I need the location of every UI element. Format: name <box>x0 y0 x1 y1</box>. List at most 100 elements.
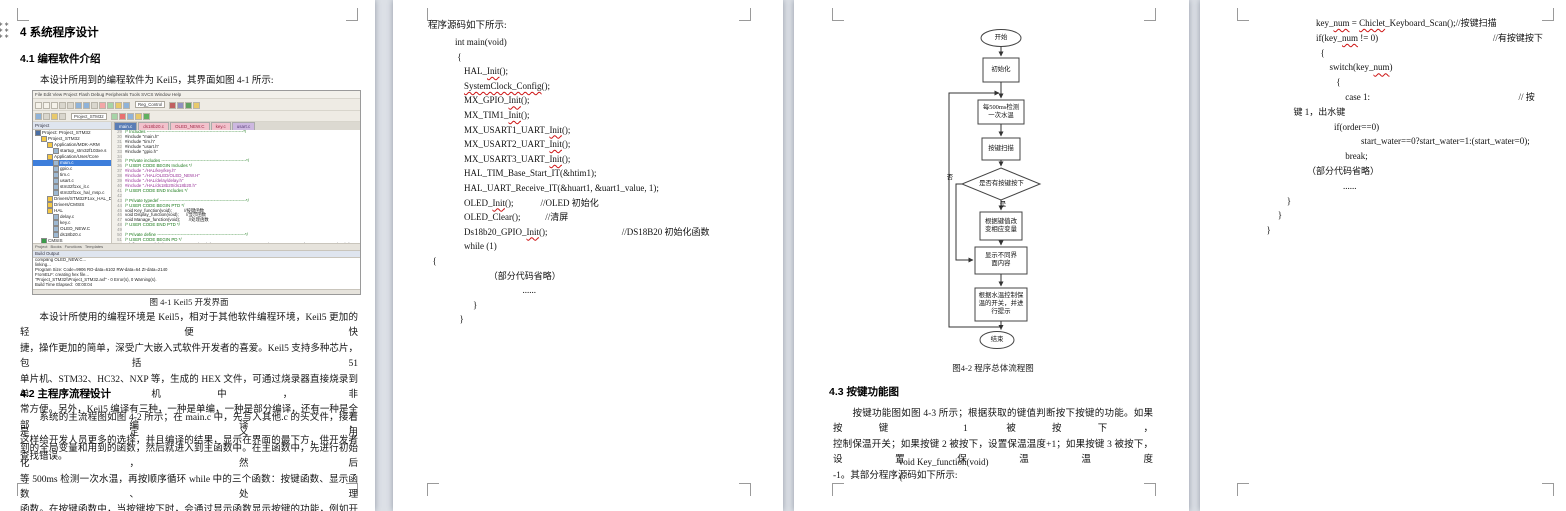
toolbar-icon <box>118 113 126 120</box>
flow-label-scan: 按键扫描 <box>988 145 1014 152</box>
paragraph-line: 单片机、STM32、HC32、NXP 等，生成的 HEX 文件，可通过烧录器直接… <box>20 374 358 401</box>
main-code-listing: int main(void) { HAL_Init(); SystemClock… <box>428 35 778 327</box>
code-line: { <box>829 471 904 482</box>
keil-panel-tab: Functions <box>64 244 82 249</box>
code-line: if(key_num != 0) //有按键按下 <box>1235 32 1543 43</box>
toolbar-icon <box>123 101 130 109</box>
toolbar-icon <box>110 113 118 120</box>
tree-node-icon <box>53 184 59 190</box>
toolbar-icon <box>193 101 201 109</box>
code-line: HAL_Init(); <box>428 66 508 77</box>
keil-tree-item: CMSIS <box>33 238 111 243</box>
code-line: 键 1，出水键 <box>1235 106 1346 117</box>
keil-code-line: 48/* USER CODE END PTD */ <box>112 222 360 229</box>
keil-code-line: 34 <box>112 154 360 160</box>
toolbar-icon <box>107 101 114 109</box>
code-line: MX_USART3_UART_Init(); <box>428 153 571 164</box>
flow-node-end <box>979 331 1015 349</box>
flow-node-display <box>974 246 1028 275</box>
text-boundary-mark <box>832 8 844 21</box>
page-1[interactable]: ∗∗∗∗∗∗ 4 系统程序设计 4.1 编程软件介绍 本设计所用到的编程软件为 … <box>0 0 375 511</box>
keil-code-line: 49 <box>112 227 360 234</box>
keil-statusbar <box>33 289 360 294</box>
text-boundary-mark <box>739 8 751 21</box>
keil-code-line: 50/* Private define --------------------… <box>112 232 360 238</box>
flow-label-display: 显示不同界 面内容 <box>985 252 1017 267</box>
flow-label-start: 开始 <box>994 34 1008 41</box>
toolbar-icon <box>51 101 58 109</box>
paragraph-line: 本设计所使用的编程环境是 Keil5，相对于其他软件编程环境，Keil5 更加的… <box>20 313 358 339</box>
code-line: int main(void) <box>428 37 507 47</box>
page-3[interactable]: 开始 初始化 每500ms检测 一次水温 按键扫描 是否有按键按下 否 是 根据… <box>794 0 1189 511</box>
toolbar-icon <box>35 113 42 120</box>
keil-code-line: 43/* Private typedef -------------------… <box>112 198 360 204</box>
keil-panel-tab: Templates <box>84 244 104 249</box>
tree-node-icon <box>53 172 59 178</box>
text-boundary-mark <box>1542 483 1554 496</box>
keil-editor-tab: main.c <box>114 122 138 130</box>
code-line: MX_USART1_UART_Init(); <box>428 124 571 135</box>
keil-code-line: 30#include "main.h" <box>112 134 360 140</box>
code-line: （部分代码省略） <box>428 270 561 281</box>
code-line: start_water==0?start_water=1:(start_wate… <box>1235 136 1530 147</box>
keil-tree-item: main.c <box>33 160 111 166</box>
toolbar-icon <box>115 101 122 109</box>
flow-node-sample <box>977 99 1025 125</box>
page-2[interactable]: 程序源码如下所示: int main(void) { HAL_Init(); S… <box>393 0 783 511</box>
text-boundary-mark <box>1237 483 1249 496</box>
keil-code-line: 35/* Private includes ------------------… <box>112 159 360 165</box>
tree-node-icon <box>53 178 59 184</box>
keil-project-panel-title: Project <box>33 122 111 130</box>
tree-node-icon <box>47 202 53 208</box>
toolbar-icon <box>142 113 150 120</box>
code-lead-sentence: 程序源码如下所示: <box>428 21 507 31</box>
tree-node-icon <box>35 130 41 136</box>
code-line: ...... <box>1235 180 1357 191</box>
text-boundary-mark <box>427 8 439 21</box>
keil-tree-item: Application/MDK-ARM <box>33 142 111 148</box>
code-line: （部分代码省略） <box>1235 165 1380 176</box>
keil-build-output-title: Build Output <box>33 250 360 257</box>
toolbar-icon <box>83 101 90 109</box>
flow-label-update: 根据键值改 变相应变量 <box>985 218 1017 233</box>
build-output-line: Build Time Elapsed: 00:00:04 <box>35 281 93 287</box>
flow-loop-line <box>948 90 1001 328</box>
paragraph-line: 到的全局变量和用到的函数，然后就进入到主函数中。在主函数中，先进行初始化，然后 <box>20 443 358 470</box>
revision-marks: ∗∗∗∗∗∗ <box>0 21 10 41</box>
code-line: HAL_TIM_Base_Start_IT(&htim1); <box>428 168 597 179</box>
code-line: OLED_Init(); //OLED 初始化 <box>428 197 599 208</box>
page-4[interactable]: key_num = Chiclet_Keyboard_Scan();//按键扫描… <box>1200 0 1566 511</box>
keil-ide-screenshot[interactable]: File Edit View Project Flash Debug Perip… <box>32 90 361 295</box>
keil-toolbar-2: Project_STM32 <box>33 111 360 122</box>
toolbar-icon <box>99 101 106 109</box>
keil-editor-tab: usart.c <box>231 122 256 130</box>
code-line: } <box>1235 195 1292 206</box>
key-function-code: void Key_function(void) { <box>829 455 1184 484</box>
keil-toolbar-icons <box>169 99 201 110</box>
keil-tree-item: usart.c <box>33 178 111 184</box>
subsection-heading-41: 4.1 编程软件介绍 <box>20 53 101 65</box>
code-line: ...... <box>428 285 537 296</box>
keil-editor-tab: ds18b20.c <box>138 122 170 130</box>
keil-project-tree: Project Project: Project_STM32 Project_S… <box>33 122 112 243</box>
code-line: MX_TIM1_Init(); <box>428 109 530 120</box>
code-line: key_num = Chiclet_Keyboard_Scan();//按键扫描 <box>1235 18 1497 28</box>
keil-tree-item: startup_stm32f103xe.s <box>33 148 111 154</box>
flow-node-init <box>982 57 1020 83</box>
intro-sentence: 本设计所用到的编程软件为 Keil5，其界面如图 4-1 所示: <box>40 76 274 86</box>
tree-node-icon <box>53 214 59 220</box>
toolbar-icon <box>59 113 66 120</box>
keil-code-line: 51/* USER CODE BEGIN PD */ <box>112 237 360 243</box>
code-line: HAL_UART_Receive_IT(&huart1, &uart1_valu… <box>428 182 659 193</box>
flowchart-figure[interactable]: 开始 初始化 每500ms检测 一次水温 按键扫描 是否有按键按下 否 是 根据… <box>794 0 1074 360</box>
code-line: while (1) <box>428 241 497 252</box>
keil-toolbar-icons <box>35 111 67 121</box>
text-boundary-mark <box>427 483 439 496</box>
toolbar-icon <box>91 101 98 109</box>
keil-tree-item: key.c <box>33 220 111 226</box>
toolbar-icon <box>35 101 42 109</box>
tree-node-icon <box>47 208 53 214</box>
keil-tree-item: Project: Project_STM32 <box>33 130 111 136</box>
